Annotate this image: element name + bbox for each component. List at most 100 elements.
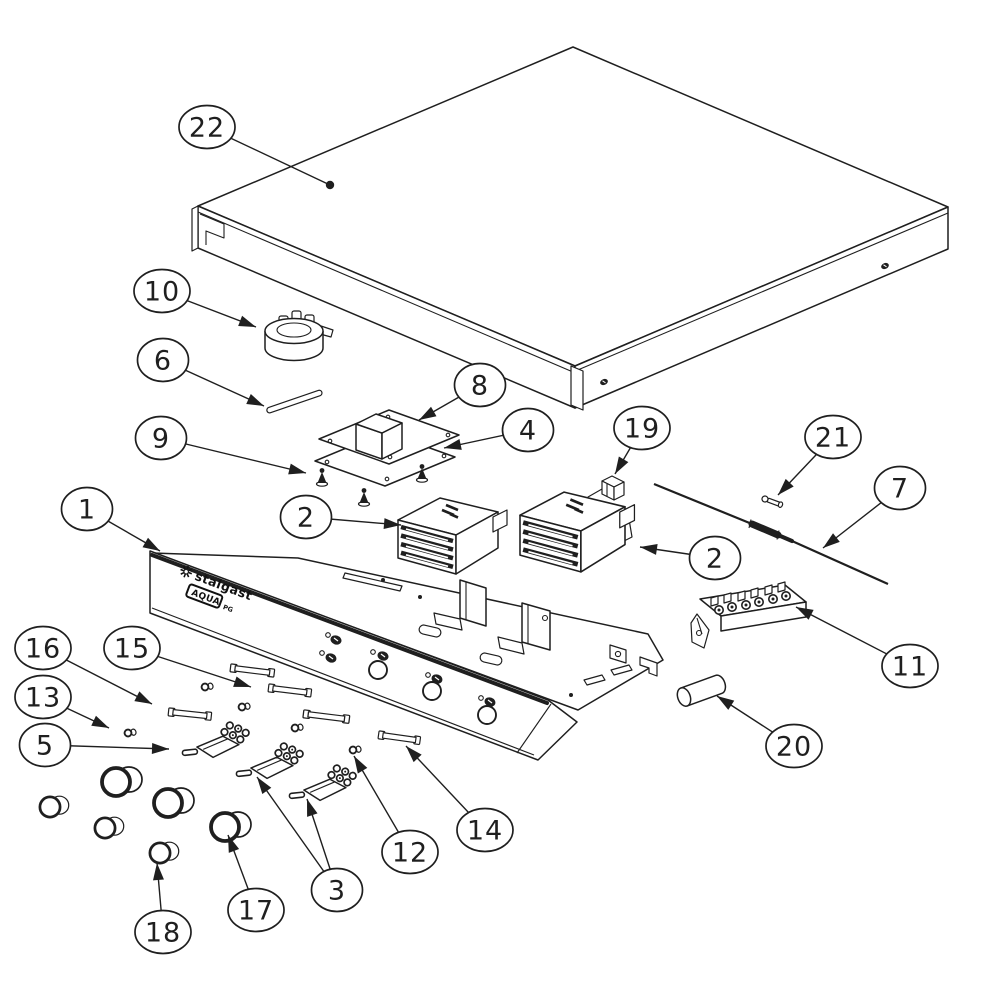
spacer-tube-20 <box>676 674 727 707</box>
capillary-tube-7 <box>653 482 889 586</box>
pin-rod-6 <box>266 389 323 414</box>
callout-number-12: 12 <box>392 837 428 868</box>
hole-highlight <box>883 264 887 268</box>
leader-arrowhead <box>91 715 109 728</box>
link-rod <box>302 709 351 725</box>
bushing-highlight <box>434 676 440 681</box>
callout-balloon-17 <box>227 887 285 933</box>
callout-number-4: 4 <box>519 415 537 446</box>
leader-arrowhead <box>615 456 629 474</box>
leader-arrowhead <box>796 607 814 620</box>
leader-arrowhead <box>717 696 735 710</box>
callout-balloon-18 <box>134 909 192 955</box>
callout-balloon-19 <box>613 405 671 451</box>
callout-number-19: 19 <box>624 413 660 444</box>
callout-number-2: 2 <box>297 502 315 533</box>
callout-number-1: 1 <box>78 494 96 525</box>
hole-highlight <box>602 380 606 384</box>
screw <box>315 467 329 487</box>
control-panel-1: stalgast AQUA PG <box>149 550 664 761</box>
panel-features <box>319 632 497 725</box>
panel-hole-dot <box>478 695 484 701</box>
switch-block <box>232 740 307 783</box>
relay-2-right <box>520 492 634 572</box>
link-rod <box>167 707 213 721</box>
leader-arrowhead <box>228 835 240 853</box>
callout-number-6: 6 <box>154 345 172 376</box>
cover-panel <box>191 46 949 411</box>
retainer-21 <box>761 495 784 508</box>
transformer-box <box>355 413 403 460</box>
leader-arrowhead <box>134 691 152 704</box>
callout-number-11: 11 <box>892 651 928 682</box>
pin <box>236 700 252 713</box>
callout-number-21: 21 <box>815 422 851 453</box>
leader-arrowhead <box>152 863 164 881</box>
leader-arrowhead <box>383 518 401 530</box>
callout-number-10: 10 <box>144 276 180 307</box>
callout-number-13: 13 <box>25 682 61 713</box>
leader-arrowhead <box>354 756 368 774</box>
callout-balloon-9 <box>134 415 188 461</box>
leader-arrowhead <box>406 746 422 763</box>
panel-ring-hole <box>422 681 442 701</box>
leader-arrowhead <box>238 315 256 327</box>
callout-number-2: 2 <box>706 543 724 574</box>
leader-arrowhead <box>640 544 658 555</box>
pin <box>199 680 215 693</box>
link-rod <box>267 683 313 698</box>
link-rod <box>377 730 422 746</box>
panel-hole-dot <box>325 632 331 638</box>
leader-arrowhead <box>307 799 318 817</box>
screw <box>357 487 371 507</box>
bushing-highlight <box>380 653 386 658</box>
panel-hole-dot <box>425 672 431 678</box>
callout-balloon-20 <box>765 723 823 769</box>
callout-balloon-4 <box>501 407 555 453</box>
callout-balloon-15 <box>103 625 161 671</box>
leader-arrowhead <box>257 777 272 795</box>
callout-balloon-21 <box>804 414 862 460</box>
panel-hole-dot <box>370 649 376 655</box>
knob-cap <box>209 810 253 843</box>
callout-balloon-10 <box>133 268 191 314</box>
hardware-static: stalgast AQUA PG <box>149 46 949 761</box>
bushing-highlight <box>487 699 493 704</box>
clip-19 <box>601 475 625 501</box>
leader-dot <box>325 180 335 190</box>
knob-cap <box>93 815 126 840</box>
callout-balloon-8 <box>453 362 507 408</box>
panel-ring-hole <box>477 705 497 725</box>
callout-number-3: 3 <box>328 875 346 906</box>
callout-number-5: 5 <box>36 730 54 761</box>
callout-balloon-6 <box>136 337 190 383</box>
callout-number-16: 16 <box>25 633 61 664</box>
pin <box>289 721 305 734</box>
callout-number-18: 18 <box>145 917 181 948</box>
sun-icon <box>180 565 193 578</box>
callout-balloon-11 <box>881 643 939 689</box>
switch-block <box>285 762 360 805</box>
pin <box>122 726 138 739</box>
pcb-board-8 <box>318 409 460 465</box>
callout-number-20: 20 <box>776 731 812 762</box>
timer-switch <box>264 310 334 362</box>
knob-cap <box>100 765 144 798</box>
callout-balloon-22 <box>178 104 236 150</box>
leader-arrowhead <box>823 533 840 548</box>
terminal-block-11 <box>690 581 807 649</box>
callout-balloon-2 <box>688 535 742 581</box>
leader-arrowhead <box>246 393 264 406</box>
callout-number-17: 17 <box>238 895 274 926</box>
callout-number-8: 8 <box>471 370 489 401</box>
callout-balloon-14 <box>456 807 514 853</box>
leader-arrowhead <box>233 676 251 687</box>
leader-arrowhead <box>419 406 437 420</box>
callout-number-22: 22 <box>189 112 225 143</box>
callout-number-7: 7 <box>891 473 909 504</box>
model-badge-suffix: PG <box>222 603 234 614</box>
leader-arrowhead <box>778 478 794 495</box>
